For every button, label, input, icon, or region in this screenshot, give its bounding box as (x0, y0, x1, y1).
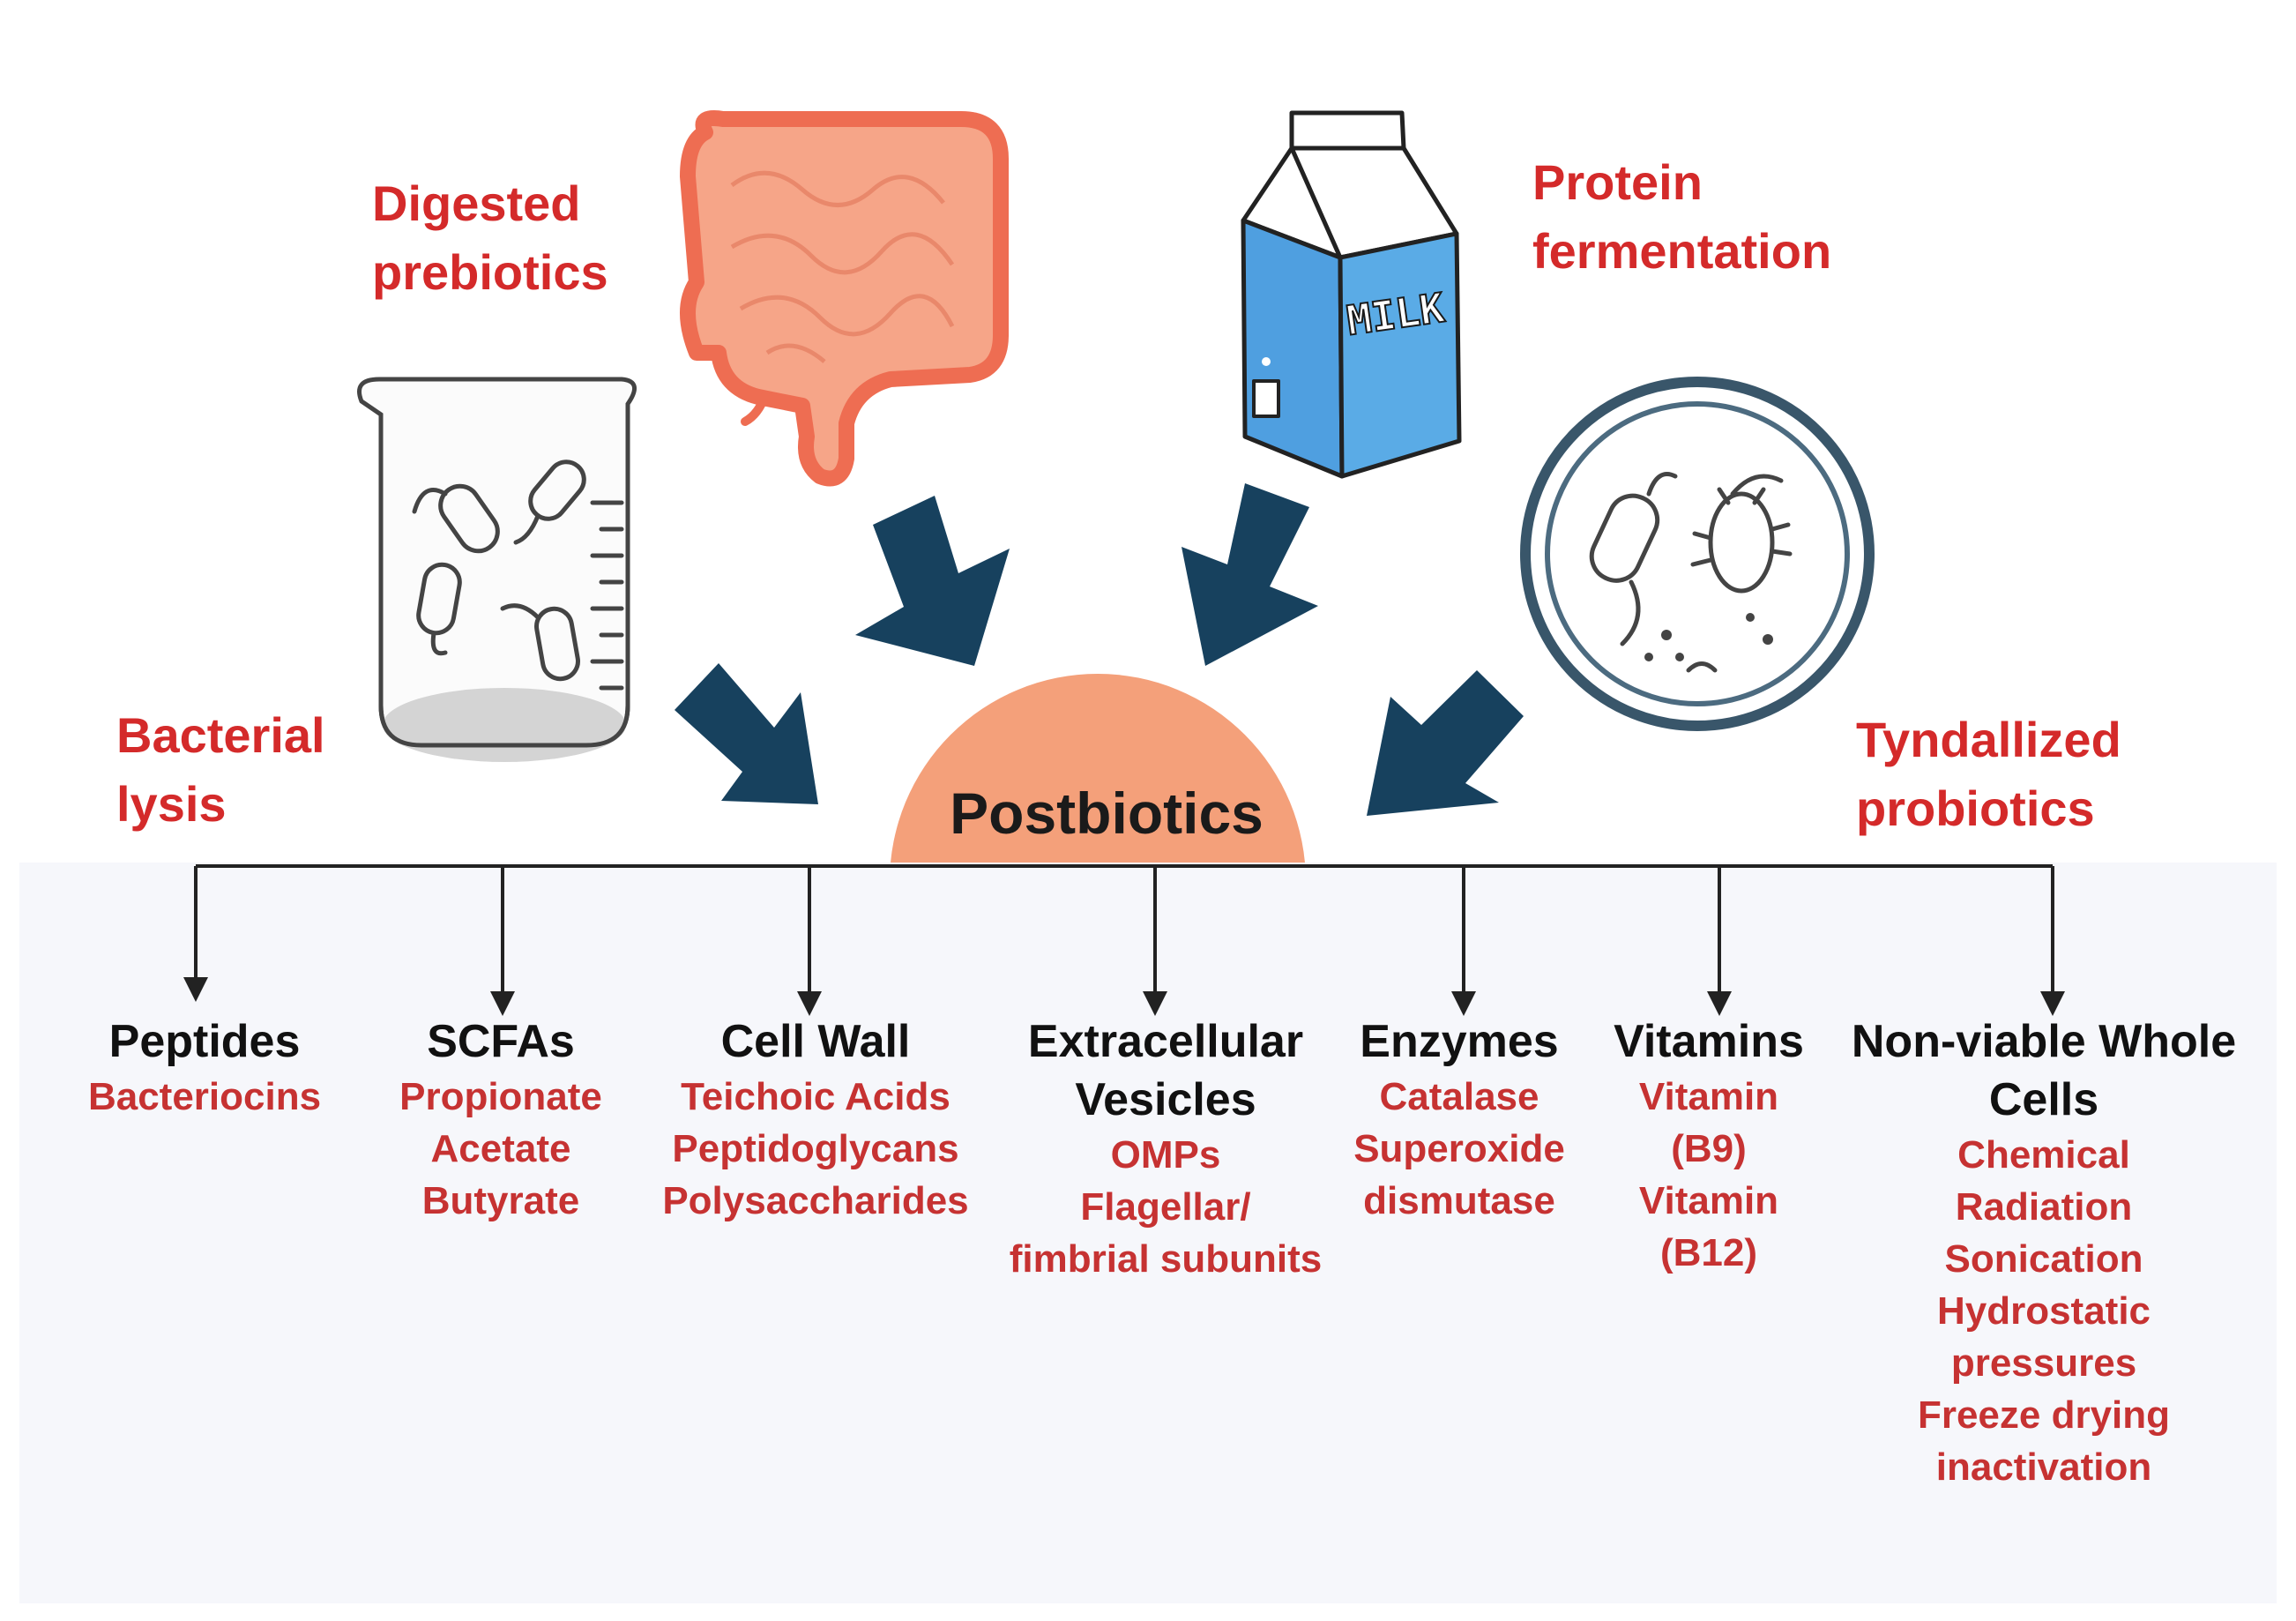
category-item: fimbrial subunits (1009, 1237, 1323, 1281)
intestine-icon (680, 110, 1009, 487)
category-title: Non-viable Whole Cells (1851, 1016, 2237, 1125)
category-item: Teichoic Acids (681, 1075, 950, 1118)
category-vitamins: Vitamins Vitamin (B9) Vitamin (B12) (1614, 1012, 1804, 1279)
category-items: Catalase Superoxide dismutase (1353, 1071, 1565, 1227)
category-item: (B9) (1671, 1127, 1747, 1170)
category-title: Extracellular Vesicles (1027, 1016, 1304, 1125)
category-item: Freeze drying (1917, 1393, 2171, 1437)
category-item: Radiation (1955, 1185, 2133, 1229)
source-label-protein-fermentation: Protein fermentation (1532, 154, 1832, 279)
category-extracellular-vesicles: Extracellular Vesicles OMPs Flagellar/ f… (1010, 1012, 1322, 1285)
arrow-from-petri (1367, 670, 1524, 816)
category-item: Hydrostatic (1936, 1289, 2151, 1333)
category-title: Enzymes (1360, 1016, 1559, 1067)
category-item: Acetate (430, 1127, 571, 1170)
arrow-from-beaker (675, 663, 818, 804)
hub-semicircle (891, 674, 1305, 863)
category-item: Butyrate (421, 1179, 580, 1222)
category-item: inactivation (1935, 1445, 2152, 1489)
category-items: Teichoic Acids Peptidoglycans Polysaccha… (662, 1071, 968, 1227)
category-peptides: Peptides Bacteriocins (88, 1012, 321, 1123)
category-item: pressures (1950, 1341, 2137, 1385)
category-scfas: SCFAs Propionate Acetate Butyrate (399, 1012, 602, 1227)
category-items: OMPs Flagellar/ fimbrial subunits (1010, 1129, 1322, 1285)
beaker-icon (357, 377, 637, 762)
bottom-panel (19, 863, 2277, 1603)
category-item: (B12) (1659, 1231, 1758, 1274)
category-enzymes: Enzymes Catalase Superoxide dismutase (1353, 1012, 1565, 1227)
category-item: Bacteriocins (87, 1075, 322, 1118)
category-title: SCFAs (427, 1016, 575, 1067)
category-item: Superoxide (1353, 1127, 1565, 1170)
arrow-from-milk (1182, 483, 1318, 666)
arrow-from-intestine (855, 496, 1010, 666)
category-items: Bacteriocins (88, 1071, 321, 1123)
bacterium-icon (500, 603, 580, 682)
category-cell-wall: Cell Wall Teichoic Acids Peptidoglycans … (662, 1012, 968, 1227)
connector-tree (183, 864, 2065, 1016)
category-item: Flagellar/ (1080, 1185, 1251, 1229)
category-item: Sonication (1944, 1237, 2143, 1281)
source-label-bacterial-lysis: Bacterial lysis (116, 707, 325, 832)
category-non-viable-whole-cells: Non-viable Whole Cells Chemical Radiatio… (1852, 1012, 2236, 1493)
category-item: Propionate (399, 1075, 602, 1118)
source-label-tyndallized-probiotics: Tyndallized probiotics (1856, 712, 2121, 836)
category-items: Vitamin (B9) Vitamin (B12) (1614, 1071, 1804, 1279)
category-items: Propionate Acetate Butyrate (399, 1071, 602, 1227)
milk-carton-icon (1241, 110, 1462, 479)
source-label-digested-prebiotics: Digested prebiotics (372, 176, 608, 300)
hub-title: Postbiotics (950, 781, 1264, 846)
category-item: Vitamin (1638, 1179, 1779, 1222)
category-title: Cell Wall (720, 1016, 911, 1067)
category-title: Peptides (108, 1016, 301, 1067)
bacterium-icon (412, 483, 500, 554)
bacterium-icon (513, 459, 586, 545)
category-item: Polysaccharides (662, 1179, 969, 1222)
category-item: Catalase (1379, 1075, 1539, 1118)
category-item: OMPs (1110, 1133, 1221, 1177)
category-item: Vitamin (1638, 1075, 1779, 1118)
category-items: Chemical Radiation Sonication Hydrostati… (1852, 1129, 2236, 1493)
bacterium-icon (416, 562, 462, 656)
category-item: Peptidoglycans (672, 1127, 959, 1170)
category-item: Chemical (1957, 1133, 2130, 1177)
category-item: dismutase (1363, 1179, 1555, 1222)
category-title: Vitamins (1614, 1016, 1804, 1067)
petri-dish-icon (1520, 377, 1875, 731)
